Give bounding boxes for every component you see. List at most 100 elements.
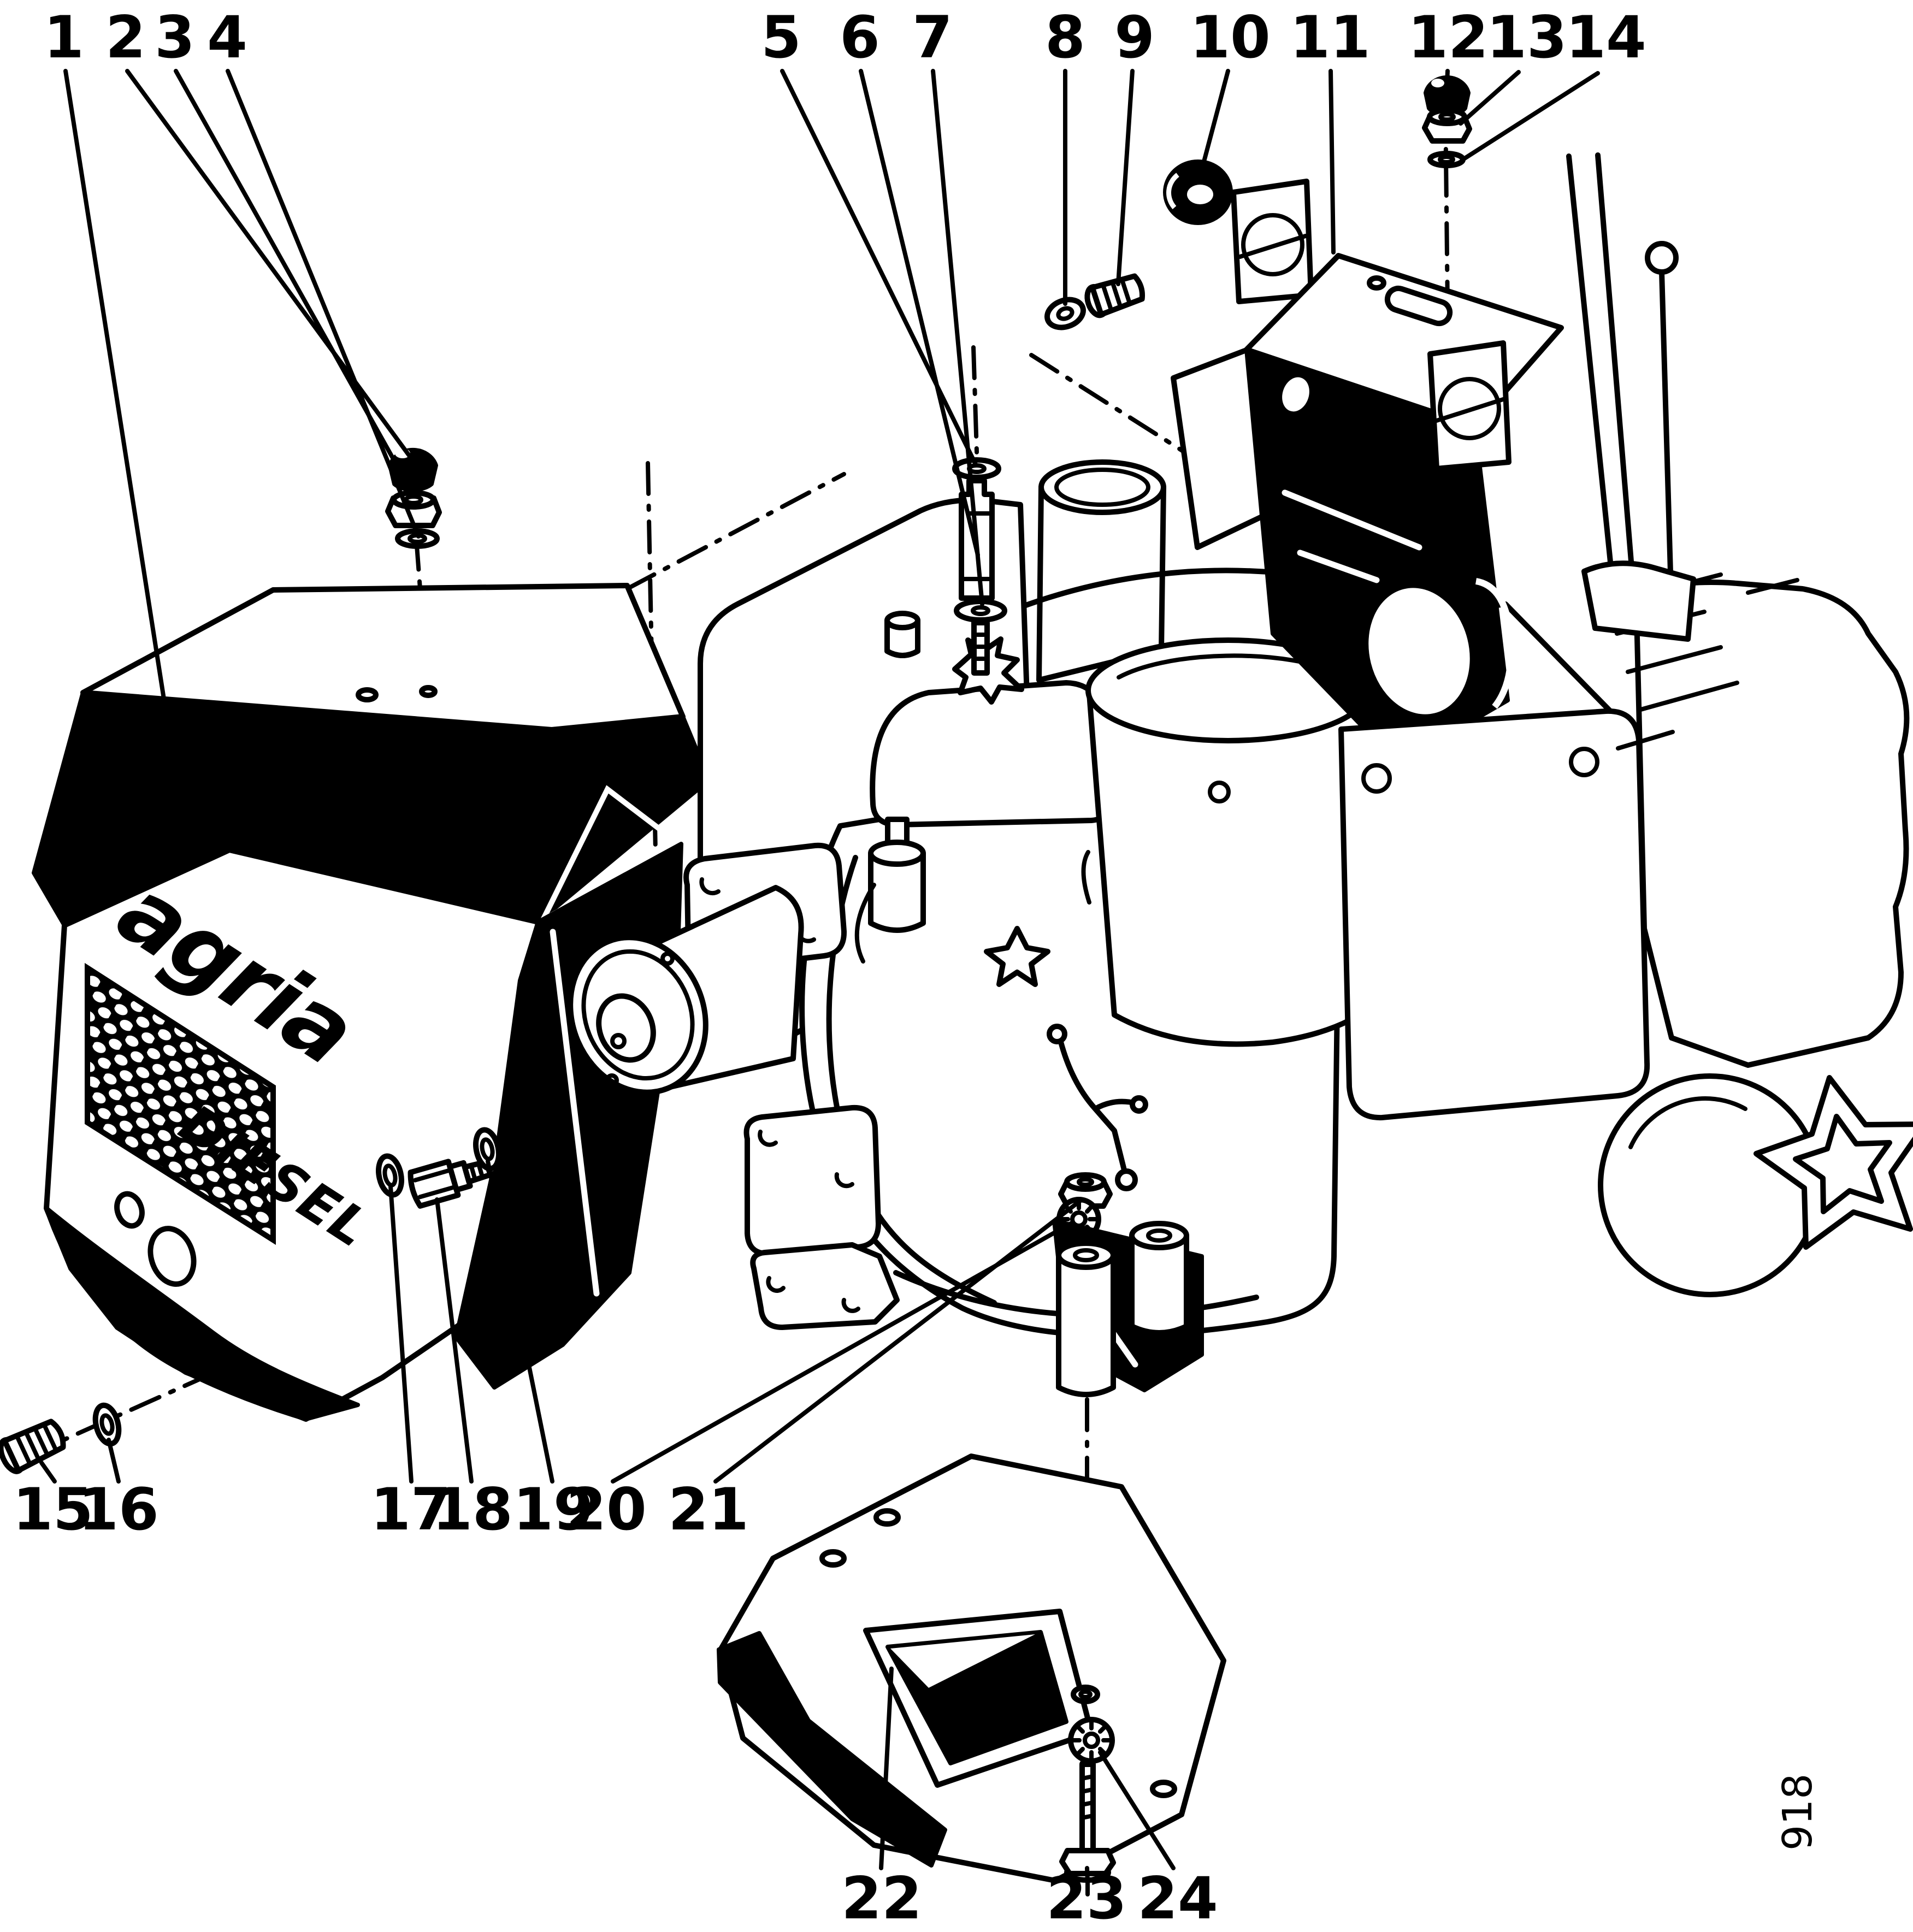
agria-cover: agria DIESEL (32, 583, 711, 1422)
bolt-23-head (1059, 1848, 1116, 1876)
screw-9-threads (1101, 277, 1132, 312)
linkage-pivot-3 (1115, 1168, 1138, 1191)
shroud-ear-left-slash (1238, 234, 1308, 259)
grommet-10-highlight (1166, 173, 1179, 209)
washer-8 (1044, 297, 1086, 330)
callout-2-leader (125, 69, 413, 460)
air-filter-knob (1208, 781, 1231, 803)
side-plate-1-notches (758, 1130, 854, 1189)
callout-22-label: 22 (841, 1865, 922, 1932)
shroud-fasteners (1044, 159, 1233, 330)
callout-14-label: 14 (1566, 4, 1646, 71)
cover-hole-small (114, 1191, 145, 1229)
injector-washer-bottom-hole (971, 605, 990, 616)
cover-foot (44, 1206, 360, 1421)
dynamo (568, 842, 847, 1095)
shroud-ear-right (1427, 340, 1511, 471)
baseplate-center-hole (1071, 1685, 1100, 1704)
callout-19-leader (486, 1159, 554, 1484)
callout-7-leader (931, 69, 984, 606)
fitting-18 (408, 1157, 499, 1209)
callout-12-label: 12 (1408, 4, 1489, 71)
bolt-23 (1059, 1758, 1116, 1883)
gearbox-housing (1633, 580, 1910, 1068)
callout-4-leader (226, 69, 421, 539)
callout-15-label: 15 (13, 1476, 93, 1543)
callout-12-leader (1445, 69, 1450, 85)
star-washer-24-teeth (1068, 1717, 1114, 1763)
o-ring-19-hole (480, 1137, 495, 1161)
engine-mount (1052, 1172, 1204, 1397)
shroud-ear-left-hole (1241, 213, 1304, 276)
callout-4-label: 4 (207, 4, 247, 71)
callout-18-label: 18 (432, 1476, 513, 1543)
spacer-cylinder-2 (1129, 1233, 1189, 1336)
callout-21-leader (713, 1198, 1083, 1484)
filler-neck-rim-inner (1054, 468, 1150, 507)
side-plate-2 (750, 1242, 900, 1330)
callout-17-label: 17 (370, 1476, 451, 1543)
shroud-front-highlights (1282, 489, 1422, 583)
spacer-2-bore (1146, 1228, 1172, 1243)
callout-21-label: 21 (668, 1476, 749, 1543)
grommet-10-hole (1187, 185, 1213, 204)
callout-5-label: 5 (761, 4, 801, 71)
baseplate-center-hole-inner (1078, 1689, 1093, 1699)
callout-18-leader (435, 1197, 474, 1484)
dynamo-bolt-1 (660, 952, 675, 966)
callout-10-label: 10 (1190, 4, 1271, 71)
cap-nut-12-highlight (1431, 79, 1444, 87)
callout-3-label: 3 (155, 4, 195, 71)
callout-19-label: 19 (513, 1476, 594, 1543)
cover-capnut-hole (419, 685, 438, 698)
capnut-stack-cover (385, 447, 442, 549)
fuel-tap-star (984, 926, 1050, 987)
dynamo-hub-hole (610, 1033, 627, 1049)
flange-bolt-2 (1569, 747, 1599, 777)
crank-flange (1338, 708, 1650, 1121)
cover-mesh-grille (85, 962, 276, 1245)
callout-17-leader (388, 1184, 414, 1484)
dynamo-bolt-2 (605, 1073, 619, 1088)
fitting-18-hex-lines (412, 1168, 457, 1200)
hex-nut-13-hole (1438, 112, 1456, 122)
baseplate-hole-1 (873, 1508, 901, 1527)
star-washer-24 (1068, 1717, 1115, 1764)
nut-21-hole (1077, 1177, 1094, 1187)
shroud-ear-right-slash (1434, 397, 1507, 423)
lever-rod (1659, 269, 1673, 575)
washer-14-hole (1438, 155, 1455, 164)
callout-10-leader (1198, 69, 1230, 178)
cover-screw-set (0, 1402, 122, 1474)
linkage-pivot-2 (1130, 1095, 1148, 1114)
star-washer-24-hole (1083, 1732, 1100, 1749)
callout-23-leader (1085, 1866, 1090, 1884)
callout-22-leader (879, 1667, 894, 1870)
callout-8-label: 8 (1045, 4, 1085, 71)
callout-16-label: 16 (78, 1476, 159, 1543)
tank-stub-top (884, 611, 920, 630)
baseplate-hole-2 (819, 1549, 847, 1568)
rod-bracket (1581, 560, 1696, 642)
callout-1-leader (63, 69, 173, 743)
linkage (984, 926, 1148, 1191)
baseplate-hatch-light (890, 1634, 1035, 1688)
callout-20-label: 20 (566, 1476, 647, 1543)
screw-15-threads (14, 1423, 58, 1467)
shroud-intake-bulge (1363, 582, 1475, 720)
shroud-front-hole (1282, 377, 1309, 412)
callout-14-leader (1461, 71, 1600, 162)
callout-24-leader (1098, 1750, 1176, 1870)
lever-eye (1645, 241, 1679, 275)
dynamo-face-ring (581, 949, 695, 1081)
spacer-cylinder-1 (1056, 1252, 1116, 1397)
side-plate-1 (743, 1104, 881, 1256)
callout-5-leader (780, 69, 978, 466)
spacer-1-top (1056, 1240, 1116, 1270)
spacer-2-top (1129, 1221, 1189, 1250)
pump-wire (854, 883, 876, 964)
transmission (1338, 572, 1913, 1297)
pump-body (868, 850, 926, 933)
